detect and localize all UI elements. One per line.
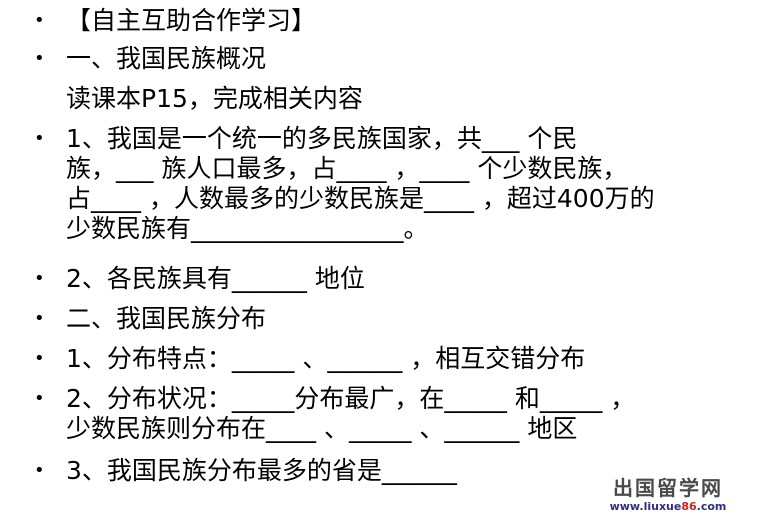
item-line: 二、我国民族分布	[66, 304, 267, 333]
item-line: 族，___ 族人口最多，占____ ，____ 个少数民族，	[66, 154, 628, 183]
item-line: 2、各民族具有______ 地位	[66, 264, 365, 293]
item-text: 读课本P15，完成相关内容	[66, 84, 363, 114]
bullet-icon: •	[34, 48, 45, 69]
bullet-icon: •	[34, 348, 45, 369]
item-text: 二、我国民族分布	[66, 304, 266, 334]
bullet-icon: •	[34, 388, 45, 409]
item-line: 读课本P15，完成相关内容	[66, 84, 363, 113]
item-line: 占____ ，人数最多的少数民族是____ ，超过400万的	[66, 184, 655, 213]
watermark-url-accent: 86	[681, 500, 697, 513]
watermark-url-suffix: .com	[696, 500, 727, 513]
bullet-icon: •	[34, 460, 45, 481]
item-text: 1、分布特点：_____ 、______ ，相互交错分布	[66, 344, 585, 374]
item-line: 1、分布特点：_____ 、______ ，相互交错分布	[66, 344, 586, 373]
item-line: 3、我国民族分布最多的省是______	[66, 456, 457, 485]
watermark-url-prefix: www.liuxue	[609, 500, 682, 513]
item-line: 1、我国是一个统一的多民族国家，共___ 个民	[66, 124, 578, 153]
watermark-title: 出国留学网	[613, 476, 723, 500]
item-text: 一、我国民族概况	[66, 44, 266, 74]
item-line: 一、我国民族概况	[66, 44, 267, 73]
bullet-icon: •	[34, 128, 45, 149]
bullet-icon: •	[34, 308, 45, 329]
bullet-icon: •	[34, 268, 45, 289]
item-line: 【自主互助合作学习】	[66, 6, 317, 35]
item-text: 2、各民族具有______ 地位	[66, 264, 365, 294]
watermark-logo: 出国留学网 www.liuxue86.com	[593, 476, 743, 514]
bullet-icon: •	[34, 10, 45, 31]
item-line: 2、分布状况：_____分布最广，在_____ 和_____ ，	[66, 384, 636, 413]
item-text: 【自主互助合作学习】	[66, 6, 316, 36]
item-text: 1、我国是一个统一的多民族国家，共___ 个民 族，___ 族人口最多，占___…	[66, 124, 655, 244]
item-line: 少数民族有_________________。	[66, 214, 429, 243]
watermark-url: www.liuxue86.com	[593, 500, 743, 514]
item-line: 少数民族则分布在____ 、_____ 、______ 地区	[66, 414, 578, 443]
item-text: 2、分布状况：_____分布最广，在_____ 和_____ ， 少数民族则分布…	[66, 384, 635, 444]
item-text: 3、我国民族分布最多的省是______	[66, 456, 457, 486]
